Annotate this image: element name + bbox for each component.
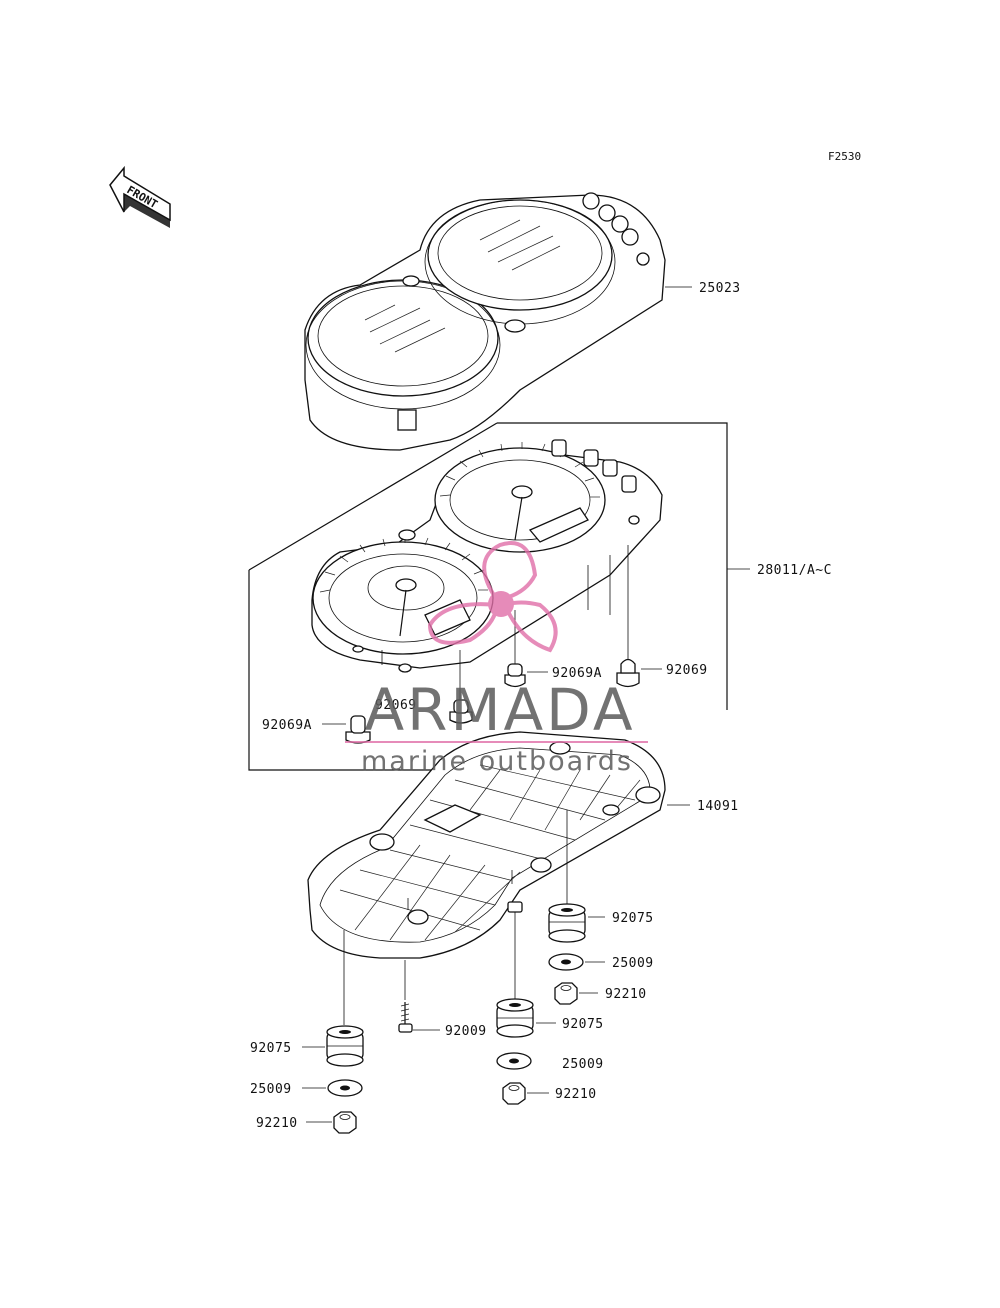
nut-left xyxy=(333,1111,357,1134)
nut-right-top xyxy=(554,982,578,1005)
label-nut-right-top: 92210 xyxy=(605,987,647,1002)
meter-assembly xyxy=(311,439,663,700)
case-ribs xyxy=(339,764,641,941)
front-arrow-icon: FRONT xyxy=(109,165,171,228)
label-washer-center: 25009 xyxy=(562,1057,604,1072)
label-damper-left: 92075 xyxy=(250,1041,292,1056)
damper-center xyxy=(496,998,534,1038)
watermark: ARMADA marine outboards xyxy=(345,541,648,777)
damper-left xyxy=(326,1025,364,1067)
label-cover: 25023 xyxy=(699,281,741,296)
meter-case xyxy=(307,731,666,959)
label-92069a-left: 92069A xyxy=(262,718,312,733)
label-damper-center: 92075 xyxy=(562,1017,604,1032)
screw xyxy=(398,1002,413,1033)
propeller-logo-icon xyxy=(427,541,558,653)
label-meter-assy: 28011/A~C xyxy=(757,563,832,578)
washer-center xyxy=(496,1052,532,1070)
label-screw: 92009 xyxy=(445,1024,487,1039)
meter-cover xyxy=(304,192,666,451)
figure-ref: F2530 xyxy=(828,150,861,163)
damper-right-top xyxy=(548,903,586,943)
bulb-socket-92069a-right xyxy=(504,663,526,688)
label-nut-center: 92210 xyxy=(555,1087,597,1102)
washer-right-top xyxy=(548,953,584,971)
watermark-tagline: marine outboards xyxy=(361,746,633,777)
assy-bracket xyxy=(497,422,728,710)
washer-left xyxy=(327,1079,363,1097)
label-damper-right-top: 92075 xyxy=(612,911,654,926)
assy-bracket-lower xyxy=(248,570,497,771)
bulb-socket-92069-right xyxy=(616,658,640,688)
label-nut-left: 92210 xyxy=(256,1116,298,1131)
label-92069-right: 92069 xyxy=(666,663,708,678)
label-washer-left: 25009 xyxy=(250,1082,292,1097)
label-92069-center: 92069 xyxy=(375,698,417,713)
label-92069a-right: 92069A xyxy=(552,666,602,681)
watermark-brand: ARMADA xyxy=(364,676,635,744)
bulb-socket-92069-center xyxy=(449,699,473,724)
assy-bracket-diag xyxy=(248,422,498,571)
label-washer-right-top: 25009 xyxy=(612,956,654,971)
nut-center xyxy=(502,1082,526,1105)
label-case: 14091 xyxy=(697,799,739,814)
